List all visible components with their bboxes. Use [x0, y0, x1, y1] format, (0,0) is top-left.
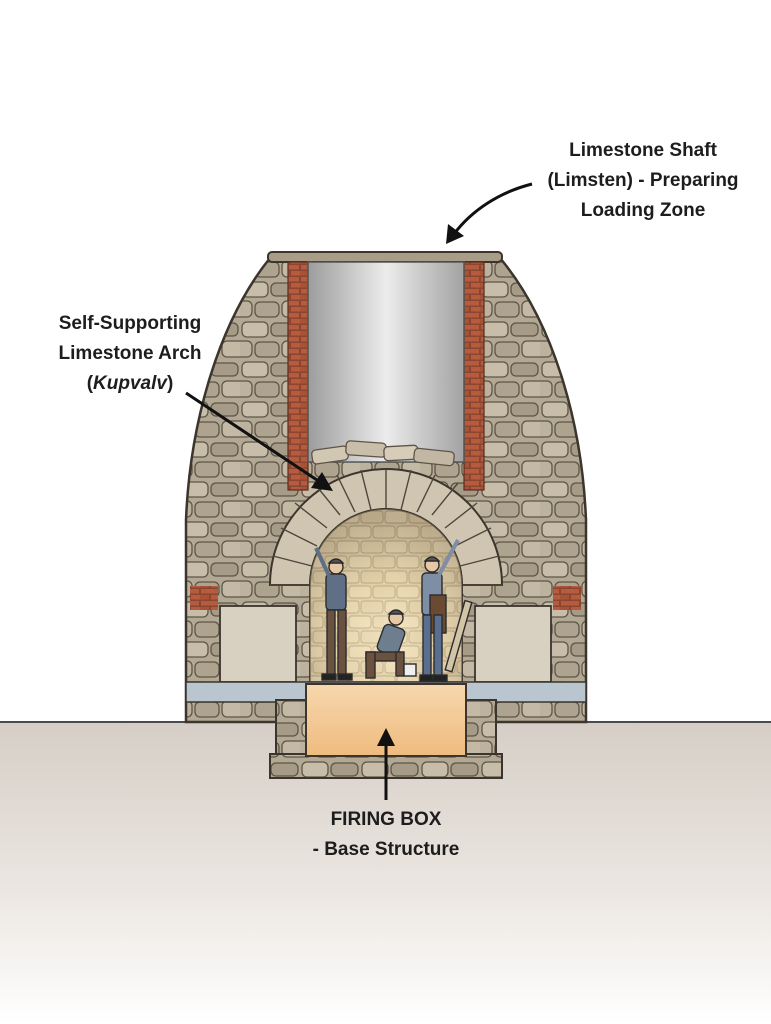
label-shaft-line2: (Limsten) - Preparing — [547, 170, 739, 191]
side-opening-left — [219, 605, 297, 683]
label-limestone-shaft: Limestone Shaft (Limsten) - Preparing Lo… — [528, 136, 758, 226]
label-shaft-line1: Limestone Shaft — [569, 140, 717, 161]
side-opening-left-brick — [190, 586, 218, 610]
kiln-top-rim — [267, 251, 503, 263]
limestone-shaft — [307, 261, 465, 463]
worker-left — [314, 547, 353, 681]
side-opening-right-brick — [553, 586, 581, 610]
worker-kneeling — [365, 609, 417, 679]
loose-stones — [311, 440, 455, 467]
label-firing-line2: - Base Structure — [312, 839, 460, 860]
arrow-firing-box — [377, 728, 395, 800]
label-firing-line1: FIRING BOX — [330, 809, 442, 830]
label-limestone-arch: Self-Supporting Limestone Arch (Kupvalv) — [30, 309, 230, 399]
label-arch-close-paren: ) — [166, 373, 174, 394]
label-arch-kupvalv: Kupvalv — [93, 373, 167, 394]
label-arch-line3: (Kupvalv) — [30, 369, 230, 399]
label-arch-open-paren: ( — [86, 373, 94, 394]
arrow-shaft — [446, 182, 533, 244]
side-opening-right — [474, 605, 552, 683]
worker-right — [419, 539, 473, 682]
brick-liner-right — [463, 261, 485, 491]
label-shaft-line3: Loading Zone — [580, 200, 706, 221]
label-firing-box: FIRING BOX - Base Structure — [276, 805, 496, 865]
label-arch-line2: Limestone Arch — [58, 343, 202, 364]
brick-liner-left — [287, 261, 309, 491]
arrow-arch — [185, 391, 333, 491]
label-arch-line1: Self-Supporting — [58, 313, 202, 334]
